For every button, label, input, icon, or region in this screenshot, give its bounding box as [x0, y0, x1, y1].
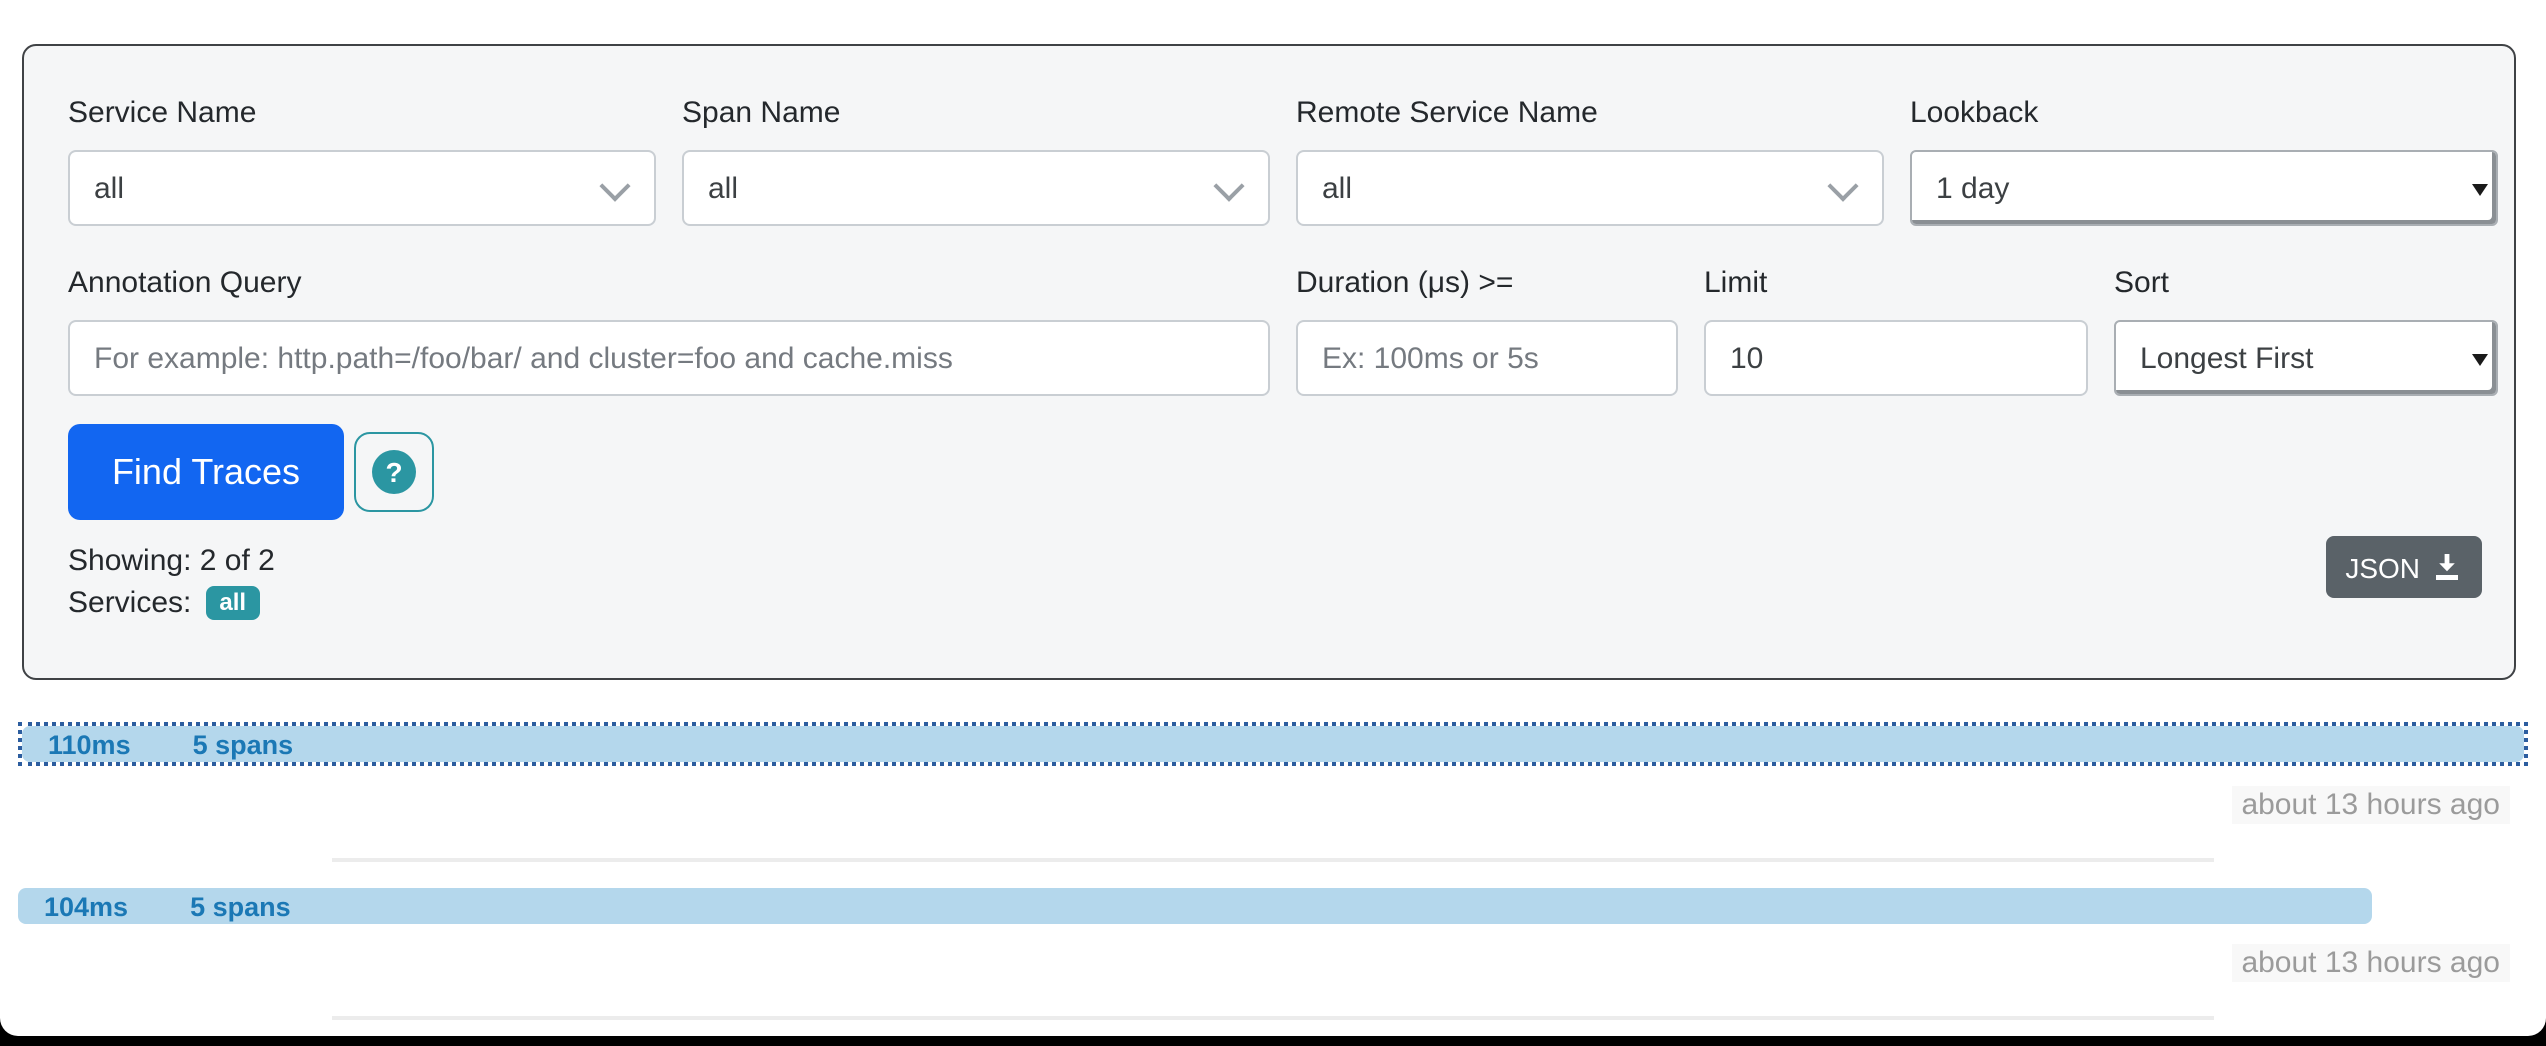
lookback-label: Lookback — [1910, 96, 2039, 130]
span-name-select[interactable]: all — [682, 150, 1270, 226]
trace-duration: 104ms — [44, 891, 129, 921]
chevron-down-icon — [604, 178, 624, 198]
actions-row: Find Traces ? — [68, 424, 2498, 520]
trace-duration-bar[interactable]: 110ms 5 spans — [22, 726, 2524, 762]
chevron-down-icon — [1832, 178, 1852, 198]
trace-age: about 13 hours ago — [2231, 786, 2510, 824]
caret-down-icon — [2472, 184, 2488, 196]
trace-duration: 110ms — [48, 729, 131, 759]
service-badge[interactable]: all — [205, 586, 261, 620]
limit-input[interactable] — [1704, 320, 2088, 396]
annotation-query-field: Annotation Query — [68, 266, 1270, 396]
remote-service-name-select[interactable]: all — [1296, 150, 1884, 226]
showing-count: Showing: 2 of 2 — [68, 544, 275, 578]
span-name-value: all — [708, 171, 739, 205]
services-line: Services: all — [68, 586, 2498, 620]
limit-label: Limit — [1704, 266, 1768, 300]
sort-label: Sort — [2114, 266, 2170, 300]
remote-service-name-field: Remote Service Name all — [1296, 96, 1884, 226]
limit-field: Limit — [1704, 266, 2088, 396]
annotation-query-label: Annotation Query — [68, 266, 302, 300]
form-row-1: Service Name all Span Name all Remote Se… — [68, 96, 2498, 226]
span-name-field: Span Name all — [682, 96, 1270, 226]
caret-down-icon — [2472, 354, 2488, 366]
sort-value: Longest First — [2140, 341, 2314, 375]
sort-select[interactable]: Longest First — [2114, 320, 2498, 396]
trace-row[interactable]: 110ms 5 spans about 13 hours ago — [0, 722, 2546, 862]
find-traces-button[interactable]: Find Traces — [68, 424, 344, 520]
question-mark-icon: ? — [372, 450, 416, 494]
divider — [332, 1016, 2214, 1020]
lookback-value: 1 day — [1936, 171, 2010, 205]
trace-bar-outline: 104ms 5 spans — [18, 888, 2528, 924]
service-name-field: Service Name all — [68, 96, 656, 226]
sort-field: Sort Longest First — [2114, 266, 2498, 396]
trace-row[interactable]: 104ms 5 spans about 13 hours ago — [0, 888, 2546, 1020]
json-button-label: JSON — [2345, 551, 2420, 583]
duration-field: Duration (μs) >= — [1296, 266, 1678, 396]
trace-duration-bar[interactable]: 104ms 5 spans — [18, 888, 2373, 924]
json-download-button[interactable]: JSON — [2325, 536, 2482, 598]
trace-age: about 13 hours ago — [2231, 944, 2510, 982]
remote-service-name-value: all — [1322, 171, 1353, 205]
divider — [332, 858, 2214, 862]
remote-service-name-label: Remote Service Name — [1296, 96, 1598, 130]
lookback-select[interactable]: 1 day — [1910, 150, 2498, 226]
services-label: Services: — [68, 586, 192, 620]
chevron-down-icon — [1218, 178, 1238, 198]
search-panel: Service Name all Span Name all Remote Se… — [22, 44, 2516, 680]
help-button[interactable]: ? — [354, 432, 434, 512]
trace-results: 110ms 5 spans about 13 hours ago 104ms 5… — [0, 722, 2546, 1020]
duration-input[interactable] — [1296, 320, 1678, 396]
service-name-value: all — [94, 171, 125, 205]
lookback-field: Lookback 1 day — [1910, 96, 2498, 226]
annotation-query-input[interactable] — [68, 320, 1270, 396]
form-row-2: Annotation Query Duration (μs) >= Limit … — [68, 266, 2498, 396]
duration-label: Duration (μs) >= — [1296, 266, 1514, 300]
trace-span-count: 5 spans — [190, 891, 291, 921]
download-icon — [2436, 554, 2458, 580]
service-name-label: Service Name — [68, 96, 257, 130]
span-name-label: Span Name — [682, 96, 841, 130]
trace-meta: about 13 hours ago — [0, 786, 2510, 824]
trace-meta: about 13 hours ago — [0, 944, 2510, 982]
trace-span-count: 5 spans — [192, 729, 294, 759]
service-name-select[interactable]: all — [68, 150, 656, 226]
trace-bar-outline: 110ms 5 spans — [18, 722, 2528, 766]
